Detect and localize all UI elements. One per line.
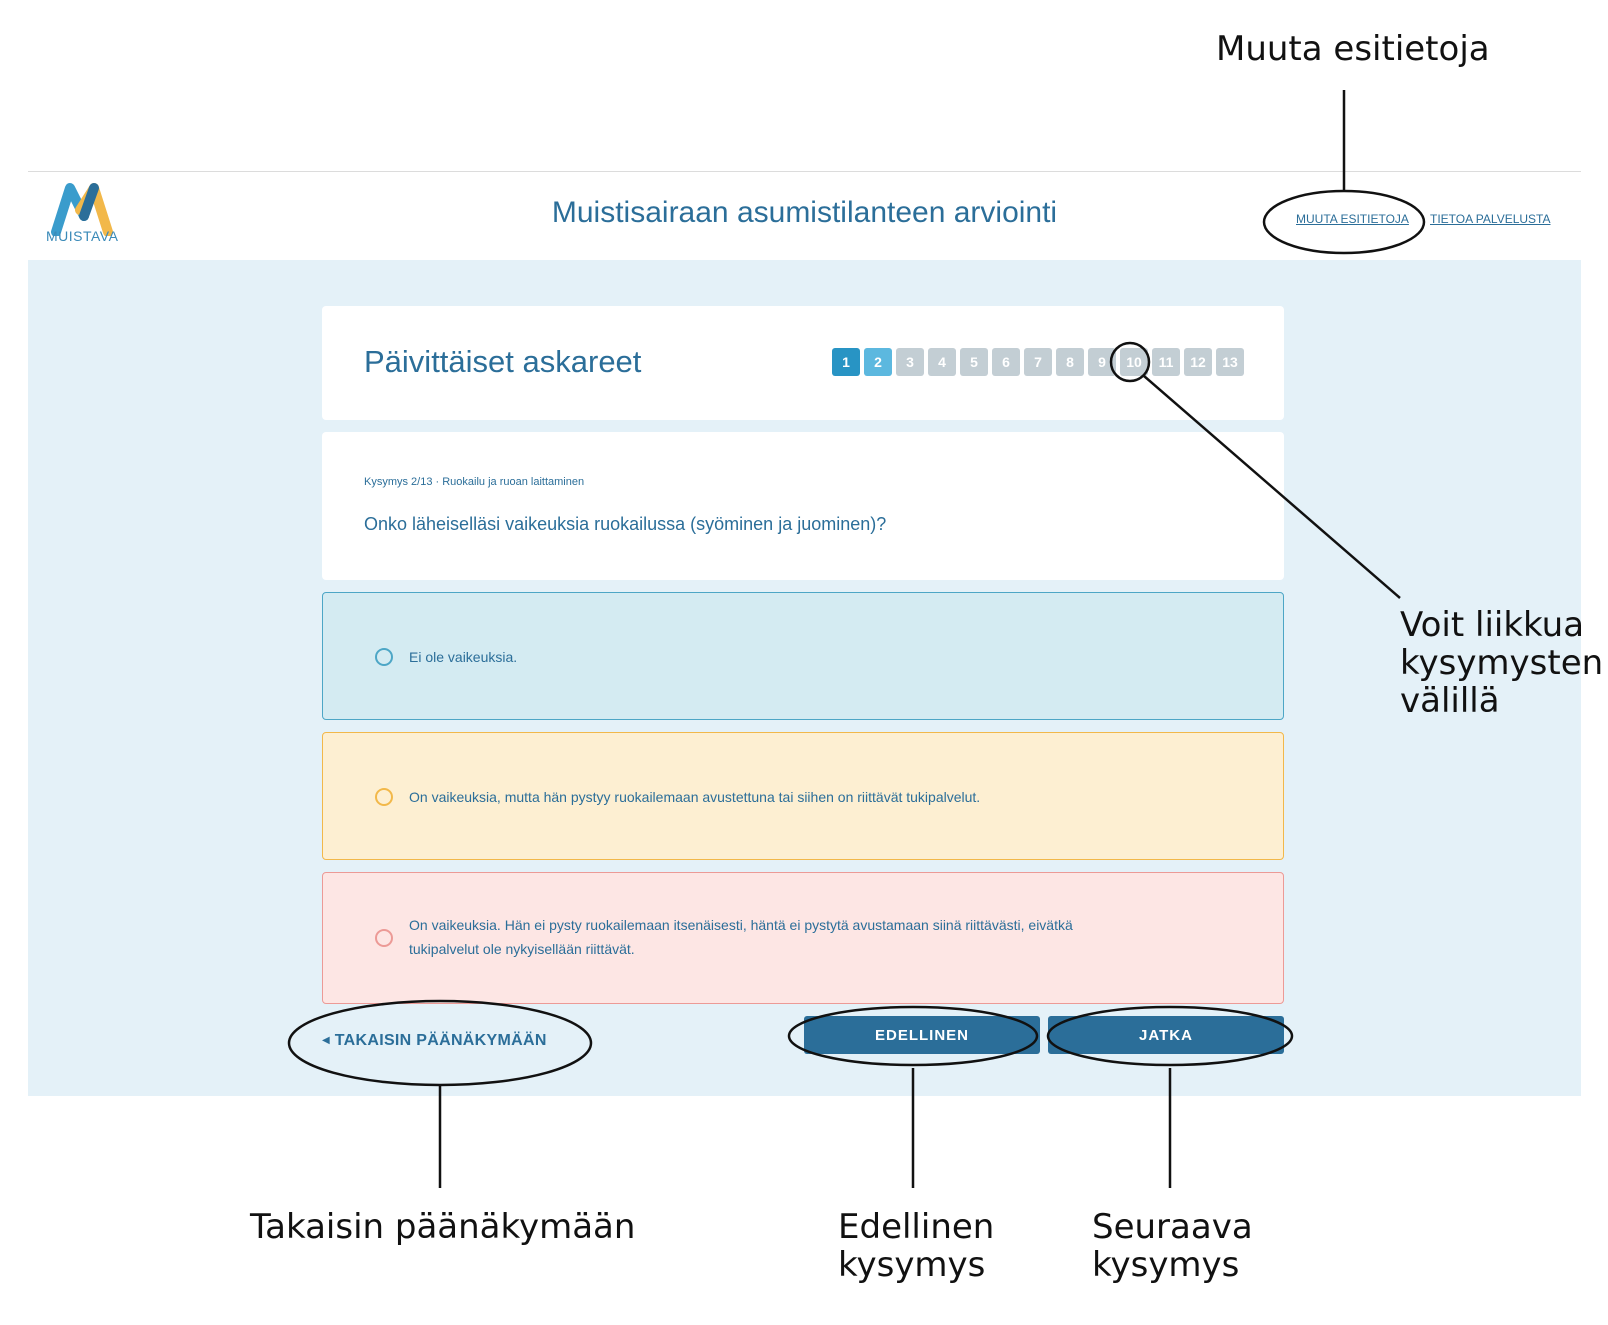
annotation-navigate-line1: Voit liikkua [1400,605,1585,645]
step-button-13[interactable]: 13 [1216,348,1244,376]
question-card: Kysymys 2/13 · Ruokailu ja ruoan laittam… [322,432,1284,580]
step-button-6[interactable]: 6 [992,348,1020,376]
annotation-prev-line2: kysymys [838,1245,986,1285]
muistava-logo-icon[interactable] [44,180,124,244]
annotation-navigate-line2: kysymysten [1400,643,1604,683]
screenshot-top-border [28,171,1581,172]
step-button-5[interactable]: 5 [960,348,988,376]
question-step-navigator: 1 2 3 4 5 6 7 8 9 10 11 12 13 [832,348,1244,376]
back-to-main-link[interactable]: ◀ TAKAISIN PÄÄNÄKYMÄÄN [322,1032,547,1050]
step-button-1[interactable]: 1 [832,348,860,376]
logo-text: MUISTAVA [46,228,119,244]
app-header: MUISTAVA Muistisairaan asumistilanteen a… [28,172,1581,260]
answer-option-severe-difficulty[interactable]: On vaikeuksia. Hän ei pysty ruokailemaan… [322,872,1284,1004]
option-label: On vaikeuksia, mutta hän pystyy ruokaile… [409,789,981,805]
radio-icon[interactable] [375,788,393,806]
annotation-prev-line1: Edellinen [838,1207,995,1247]
radio-icon[interactable] [375,648,393,666]
caret-left-icon: ◀ [322,1035,330,1046]
step-button-10[interactable]: 10 [1120,348,1148,376]
question-text: Onko läheiselläsi vaikeuksia ruokailussa… [364,514,887,534]
step-button-2[interactable]: 2 [864,348,892,376]
about-service-link[interactable]: TIETOA PALVELUSTA [1430,212,1551,226]
step-button-8[interactable]: 8 [1056,348,1084,376]
step-button-3[interactable]: 3 [896,348,924,376]
app-title: Muistisairaan asumistilanteen arviointi [551,196,1058,229]
question-meta: Kysymys 2/13 · Ruokailu ja ruoan laittam… [364,476,585,488]
section-title: Päivittäiset askareet [364,344,642,379]
continue-button[interactable]: JATKA [1048,1016,1284,1054]
previous-button[interactable]: EDELLINEN [804,1016,1040,1054]
option-label-line2: tukipalvelut ole nykyisellään riittävät. [409,941,635,957]
annotation-next-line2: kysymys [1092,1245,1240,1285]
step-button-11[interactable]: 11 [1152,348,1180,376]
section-header-card: Päivittäiset askareet 1 2 3 4 5 6 7 8 9 … [322,306,1284,420]
annotation-change-info: Muuta esitietoja [1216,29,1490,69]
change-info-link[interactable]: MUUTA ESITIETOJA [1296,212,1409,226]
answer-option-no-difficulty[interactable]: Ei ole vaikeuksia. [322,592,1284,720]
annotation-navigate-line3: välillä [1400,681,1500,721]
option-label-line1: On vaikeuksia. Hän ei pysty ruokailemaan… [409,917,1073,933]
annotation-next-line1: Seuraava [1092,1207,1253,1247]
radio-icon[interactable] [375,929,393,947]
answer-option-with-support[interactable]: On vaikeuksia, mutta hän pystyy ruokaile… [322,732,1284,860]
back-link-label: TAKAISIN PÄÄNÄKYMÄÄN [334,1032,547,1049]
option-label: Ei ole vaikeuksia. [409,649,518,665]
step-button-9[interactable]: 9 [1088,348,1116,376]
step-button-7[interactable]: 7 [1024,348,1052,376]
annotation-back-main: Takaisin päänäkymään [250,1207,636,1247]
step-button-12[interactable]: 12 [1184,348,1212,376]
step-button-4[interactable]: 4 [928,348,956,376]
